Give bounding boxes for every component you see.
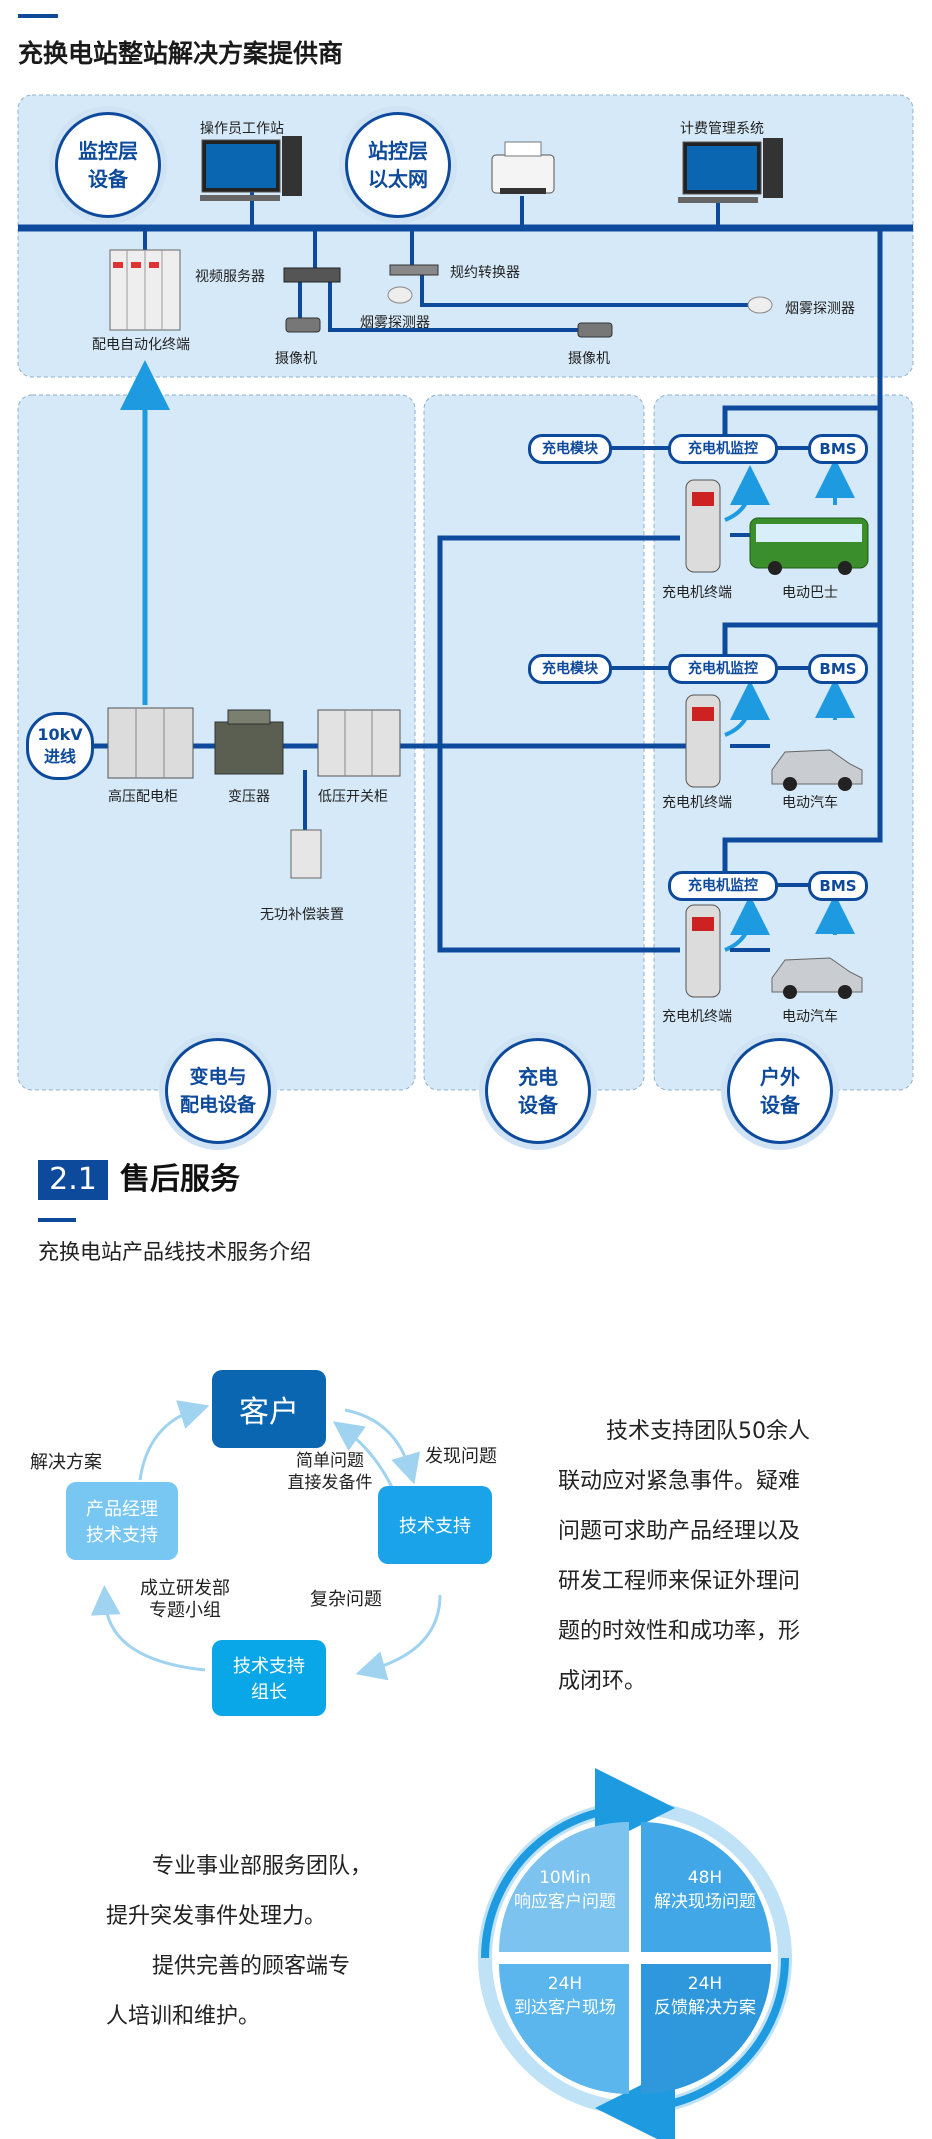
discover-problem-label: 发现问题	[425, 1446, 497, 1467]
camera-label: 摄像机	[568, 351, 610, 367]
complex-problem-label: 复杂问题	[310, 1589, 382, 1610]
camera-icon	[577, 322, 613, 338]
section-accent-bar	[38, 1218, 76, 1222]
smoke-detector-icon	[387, 286, 413, 304]
solution-label: 解决方案	[30, 1452, 102, 1473]
monitor-layer-circle: 监控层设备	[55, 112, 161, 218]
lv-cabinet-icon	[317, 709, 401, 777]
protocol-converter-label: 规约转换器	[450, 265, 520, 281]
charger-terminal-label: 充电机终端	[662, 795, 732, 811]
service-team-paragraph: 专业事业部服务团队， 提升突发事件处理力。 提供完善的顾客端专 人培训和维护。	[106, 1854, 373, 2029]
camera-icon	[285, 317, 321, 333]
section-subtitle: 充换电站产品线技术服务介绍	[38, 1240, 311, 1264]
charger-terminal-icon	[685, 904, 721, 998]
charger-terminal-label: 充电机终端	[662, 1009, 732, 1025]
bms-tag: BMS	[808, 654, 868, 684]
tech-lead-box: 技术支持组长	[212, 1640, 326, 1716]
charging-module-tag: 充电模块	[528, 654, 612, 684]
billing-system-label: 计费管理系统	[680, 121, 764, 137]
header-accent-bar	[18, 14, 58, 18]
charger-terminal-icon	[685, 694, 721, 788]
bus-label: 电动巴士	[782, 585, 838, 601]
tech-support-paragraph: 技术支持团队50余人 联动应对紧急事件。疑难 问题可求助产品经理以及 研发工程师…	[558, 1419, 810, 1694]
section-number: 2.1	[38, 1160, 108, 1200]
outdoor-circle: 户外设备	[727, 1038, 833, 1144]
charging-module-tag: 充电模块	[528, 434, 612, 464]
transformer-label: 变压器	[228, 789, 270, 805]
smoke-detector-label: 烟雾探测器	[785, 301, 855, 317]
camera-label: 摄像机	[275, 351, 317, 367]
electric-car-icon	[771, 749, 863, 791]
bms-tag: BMS	[808, 434, 868, 464]
hv-cabinet-label: 高压配电柜	[108, 789, 178, 805]
hv-cabinet-icon	[107, 707, 194, 779]
panel-middle	[423, 394, 645, 1091]
reactive-comp-label: 无功补偿装置	[260, 907, 344, 923]
station-ethernet-circle: 站控层以太网	[345, 112, 451, 218]
video-server-icon	[283, 267, 341, 283]
electric-bus-icon	[749, 517, 869, 575]
charger-terminal-label: 充电机终端	[662, 585, 732, 601]
lv-cabinet-label: 低压开关柜	[318, 789, 388, 805]
smoke-detector-icon	[747, 296, 773, 314]
substation-circle: 变电与配电设备	[165, 1038, 271, 1144]
tech-support-box: 技术支持	[378, 1486, 492, 1564]
charger-monitor-tag: 充电机监控	[668, 434, 778, 464]
protocol-converter-icon	[389, 264, 439, 276]
simple-problem-label: 简单问题直接发备件	[287, 1451, 373, 1493]
transformer-icon	[214, 709, 284, 775]
rd-team-label: 成立研发部专题小组	[140, 1578, 230, 1621]
system-diagram	[17, 94, 914, 1091]
electric-car-icon	[771, 957, 863, 999]
charging-circle: 充电设备	[485, 1038, 591, 1144]
billing-computer-icon	[678, 138, 783, 203]
bms-tag: BMS	[808, 871, 868, 901]
page-title: 充换电站整站解决方案提供商	[18, 39, 344, 68]
charger-terminal-icon	[685, 479, 721, 573]
printer-icon	[491, 141, 555, 194]
smoke-detector-label: 烟雾探测器	[360, 315, 430, 331]
operator-workstation-label: 操作员工作站	[200, 121, 284, 137]
charger-monitor-tag: 充电机监控	[668, 654, 778, 684]
pm-support-box: 产品经理技术支持	[66, 1482, 178, 1560]
section-title: 售后服务	[120, 1162, 240, 1197]
car-label: 电动汽车	[782, 795, 838, 811]
reactive-comp-icon	[290, 829, 322, 879]
customer-box: 客户	[212, 1370, 326, 1448]
car-label: 电动汽车	[782, 1009, 838, 1025]
dist-terminal-label: 配电自动化终端	[92, 337, 190, 353]
charger-monitor-tag: 充电机监控	[668, 871, 778, 901]
operator-computer-icon	[200, 136, 302, 201]
distribution-terminal-icon	[109, 249, 181, 331]
video-server-label: 视频服务器	[195, 269, 265, 285]
